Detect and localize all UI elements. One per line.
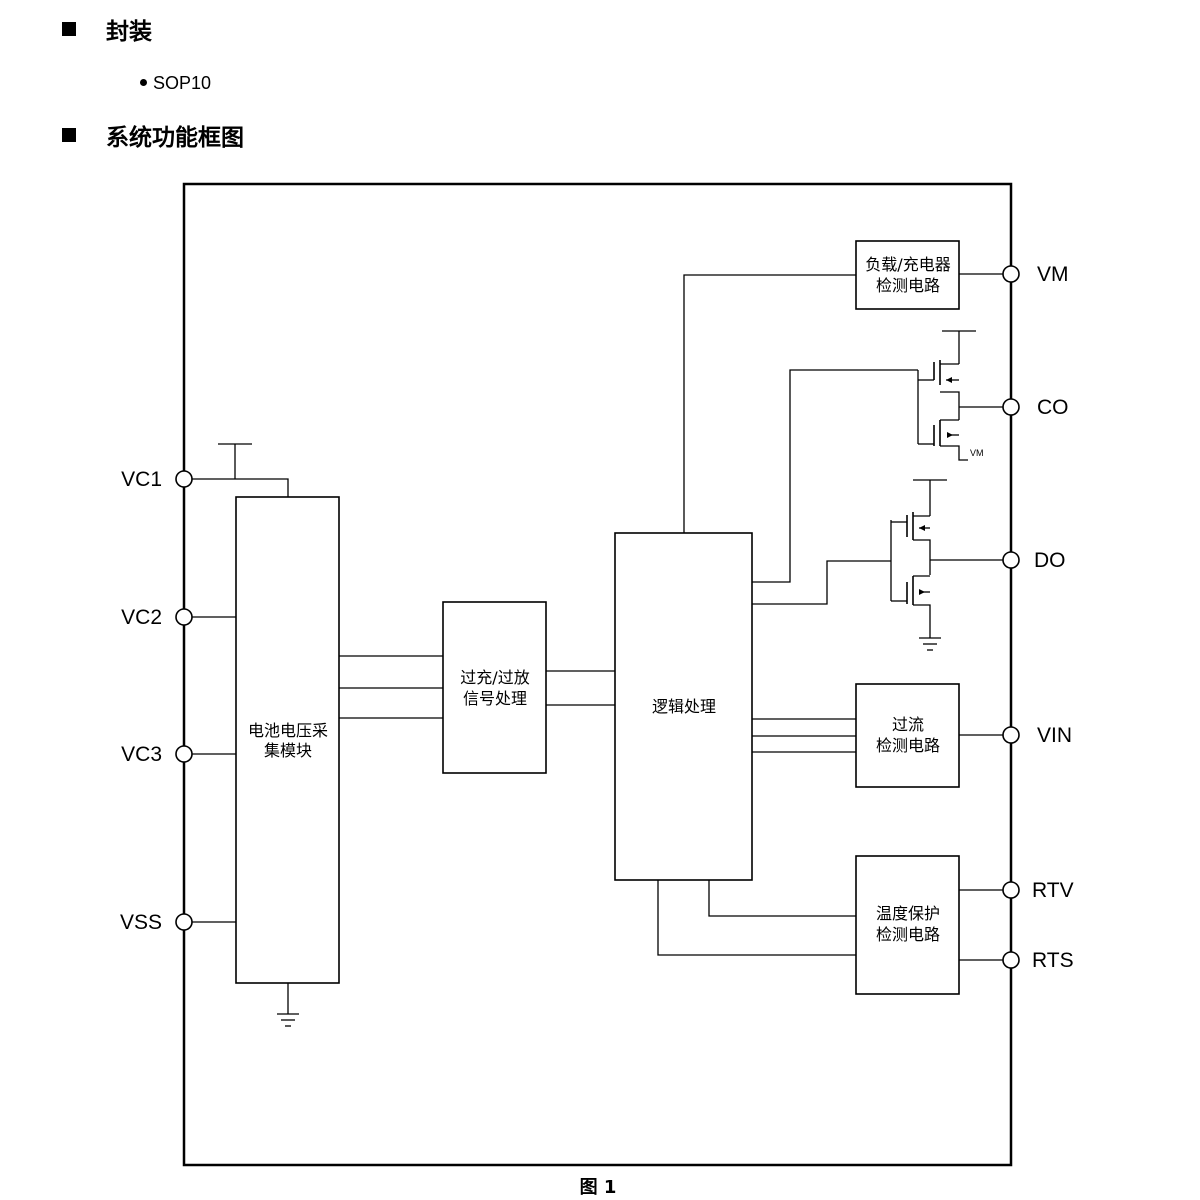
do-mosfet-pair xyxy=(890,479,1003,651)
chip-outline xyxy=(182,182,1013,1167)
package-heading-text: 封装 xyxy=(106,19,152,45)
pin-vin-label: VIN xyxy=(1037,724,1072,747)
battery-block-label-2: 集模块 xyxy=(264,741,312,760)
co-mosfet-pair: VM xyxy=(917,330,1003,461)
co-mosfet-vm-label: VM xyxy=(970,448,984,458)
pin-vc2-label: VC2 xyxy=(121,606,162,629)
package-item-text: SOP10 xyxy=(153,73,212,93)
pin-vc1-label: VC1 xyxy=(121,468,162,491)
logic-block-label: 逻辑处理 xyxy=(652,697,716,716)
figure-caption: 图 1 xyxy=(580,1177,617,1198)
left-pins: VC1 VC2 VC3 VSS xyxy=(120,468,193,934)
battery-block-label-1: 电池电压采 xyxy=(248,721,328,740)
wires xyxy=(192,273,1003,1027)
temperature-block-label-1: 温度保护 xyxy=(876,904,940,923)
pin-rtv-terminal xyxy=(1002,881,1020,899)
overcurrent-block-label-2: 检测电路 xyxy=(876,736,940,755)
load-block-label-2: 检测电路 xyxy=(876,276,940,295)
square-bullet-icon xyxy=(62,128,76,142)
pin-vc2-terminal xyxy=(175,608,193,626)
pin-rts-terminal xyxy=(1002,951,1020,969)
pin-vm-label: VM xyxy=(1037,263,1069,286)
overcurrent-block-label-1: 过流 xyxy=(892,715,924,734)
pin-vss-terminal xyxy=(175,913,193,931)
pin-do-label: DO xyxy=(1034,549,1066,572)
logic-block: 逻辑处理 xyxy=(614,532,753,881)
square-bullet-icon xyxy=(62,22,76,36)
pin-vc1-terminal xyxy=(175,470,193,488)
temperature-detect-block: 温度保护 检测电路 xyxy=(855,855,960,995)
load-detect-block: 负载/充电器 检测电路 xyxy=(855,240,960,310)
diagram-heading-text: 系统功能框图 xyxy=(106,125,244,151)
package-list-item: SOP10 xyxy=(140,73,211,94)
pin-vc3-label: VC3 xyxy=(121,743,162,766)
pin-do-terminal xyxy=(1002,551,1020,569)
pin-vin-terminal xyxy=(1002,726,1020,744)
diagram-heading: 系统功能框图 xyxy=(62,118,244,152)
signal-processing-block: 过充/过放 信号处理 xyxy=(442,601,547,774)
pin-co-label: CO xyxy=(1037,396,1069,419)
signal-block-label-1: 过充/过放 xyxy=(460,668,529,687)
signal-block-label-2: 信号处理 xyxy=(463,689,527,708)
pin-vc3-terminal xyxy=(175,745,193,763)
pin-co-terminal xyxy=(1002,398,1020,416)
bullet-dot-icon xyxy=(140,78,147,86)
battery-voltage-block: 电池电压采 集模块 xyxy=(235,496,340,984)
overcurrent-detect-block: 过流 检测电路 xyxy=(855,683,960,788)
load-block-label-1: 负载/充电器 xyxy=(865,255,950,274)
pin-vm-terminal xyxy=(1002,265,1020,283)
pin-rtv-label: RTV xyxy=(1032,879,1074,902)
package-heading: 封装 xyxy=(62,12,152,46)
pin-vss-label: VSS xyxy=(120,911,162,934)
temperature-block-label-2: 检测电路 xyxy=(876,925,940,944)
right-pins: VM CO DO VIN RTV RTS xyxy=(1002,263,1074,972)
pin-rts-label: RTS xyxy=(1032,949,1074,972)
